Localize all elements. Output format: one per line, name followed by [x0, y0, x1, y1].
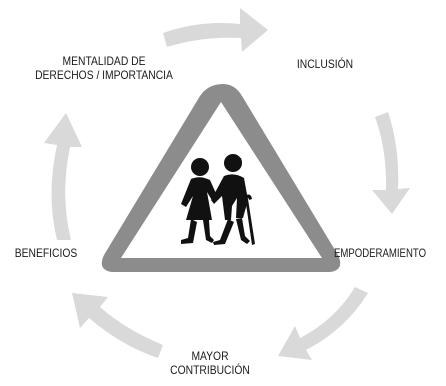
arrow-to-empoderamiento	[372, 112, 410, 214]
stage-mayor-line2: CONTRIBUCIÓN	[170, 363, 250, 377]
stage-mentalidad-line2: DERECHOS / IMPORTANCIA	[35, 68, 173, 82]
warning-triangle	[101, 84, 341, 272]
arrow-to-mentalidad	[44, 113, 82, 240]
stage-beneficios-text: BENEFICIOS	[14, 246, 78, 260]
stage-inclusion-label: INCLUSIÓN	[278, 57, 373, 71]
triangle-inner	[121, 102, 322, 258]
cycle-arrows	[44, 8, 410, 360]
arrow-to-inclusion	[163, 8, 268, 52]
arrow-to-mayor-contribucion	[278, 287, 368, 360]
elderly-people-crossing-sign-icon	[181, 154, 255, 245]
stage-mentalidad-label: MENTALIDAD DE DERECHOS / IMPORTANCIA	[18, 54, 190, 82]
arrow-to-beneficios	[72, 293, 163, 358]
stage-mentalidad-line1: MENTALIDAD DE	[62, 54, 146, 68]
stage-empoderamiento-text: EMPODERAMIENTO	[333, 246, 427, 260]
stage-inclusion-text: INCLUSIÓN	[296, 57, 354, 71]
stage-beneficios-label: BENEFICIOS	[6, 246, 85, 260]
stage-mayor-line1: MAYOR	[191, 349, 229, 363]
stage-mayor-contribucion-label: MAYOR CONTRIBUCIÓN	[158, 349, 261, 377]
stage-empoderamiento-label: EMPODERAMIENTO	[328, 246, 432, 260]
